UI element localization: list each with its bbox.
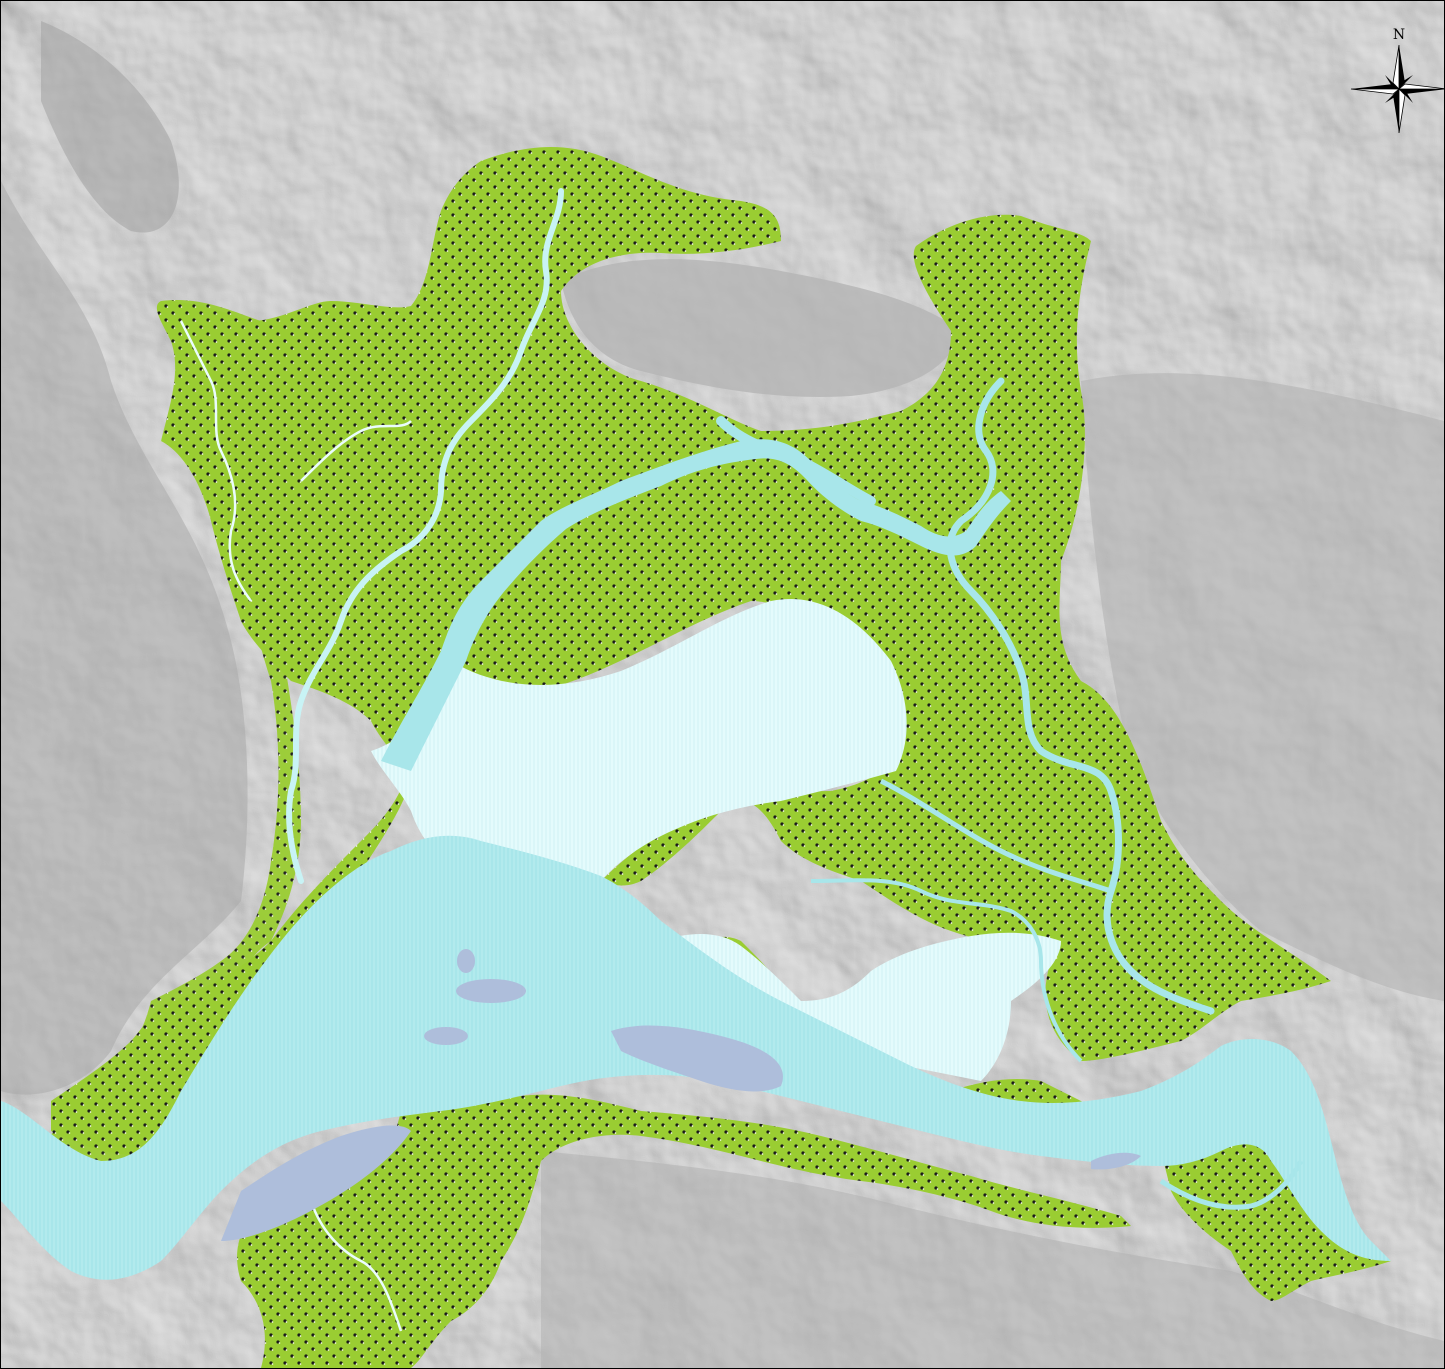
hills-west <box>1 181 248 1095</box>
east-river <box>946 377 1215 1015</box>
marsh-creek-4 <box>810 878 1083 1063</box>
marsh-main-north <box>51 146 1331 1155</box>
shoal-west <box>221 1125 411 1241</box>
shoal-central <box>611 1025 783 1092</box>
west-river <box>286 188 564 884</box>
marsh-creek-3 <box>879 778 1112 894</box>
shoal-small-2 <box>424 1027 468 1045</box>
marsh-south <box>237 1094 1131 1368</box>
central-ridge <box>561 259 961 397</box>
shoal-small-3 <box>457 949 475 973</box>
marsh-creek-2 <box>300 419 412 482</box>
deep-water-shoals <box>221 949 1141 1241</box>
hills-south <box>541 1151 1444 1368</box>
marsh-wetlands <box>41 146 1391 1368</box>
marsh-west-fringe <box>41 300 301 1176</box>
marsh-creek-1 <box>179 320 253 602</box>
north-label: N <box>1393 27 1405 43</box>
north-arrow-icon: N <box>1350 27 1444 134</box>
shoal-east <box>1091 1152 1141 1170</box>
hills-northwest <box>41 21 179 233</box>
central-river <box>716 416 876 506</box>
south-creek <box>309 1200 403 1332</box>
shoal-small-1 <box>456 979 526 1003</box>
southeast-creek <box>1159 1159 1304 1210</box>
hills-east <box>1081 373 1444 1001</box>
